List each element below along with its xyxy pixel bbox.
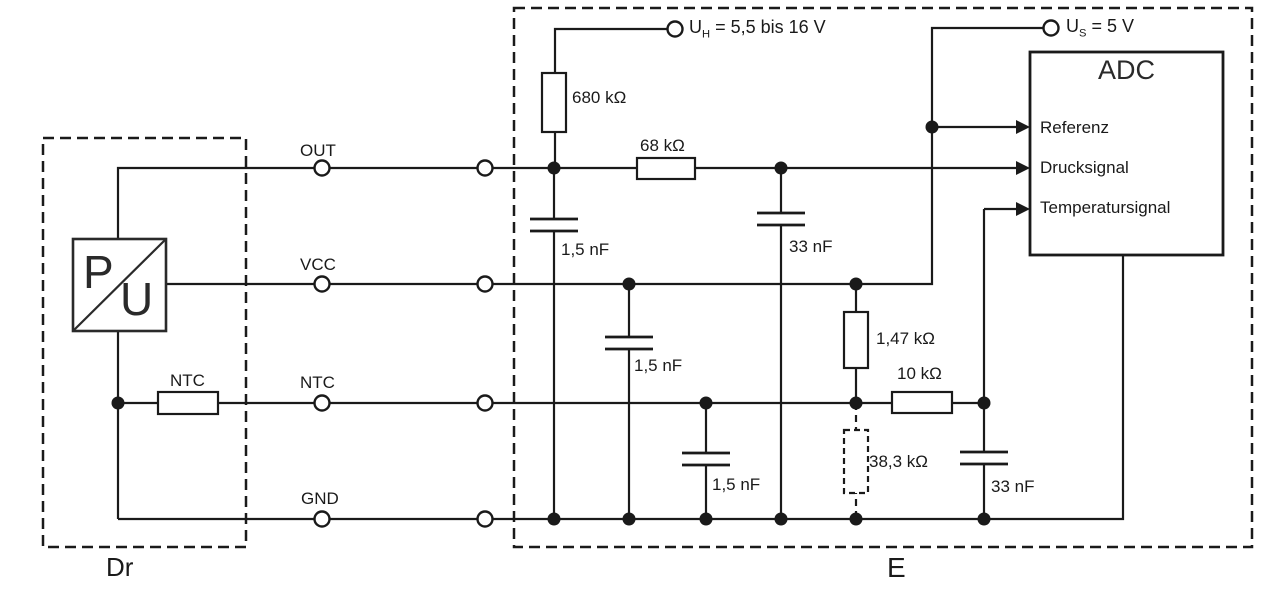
adc-block xyxy=(1028,50,1225,257)
uh-value: = 5,5 bis 16 V xyxy=(710,17,826,37)
resistor-68k xyxy=(635,156,697,181)
value-33n-out: 33 nF xyxy=(789,237,833,256)
junction-dots xyxy=(111,120,991,526)
adc-input-referenz: Referenz xyxy=(1040,118,1109,137)
pin-label-out: OUT xyxy=(300,141,336,160)
terminal-us xyxy=(1042,19,1060,37)
resistor-38k3-dashed xyxy=(842,428,870,495)
resistor-1k47 xyxy=(842,310,870,370)
adc-title: ADC xyxy=(1097,55,1155,85)
arrow-temperatursignal xyxy=(1016,202,1030,216)
value-68k: 68 kΩ xyxy=(640,136,685,155)
capacitor-1n5-ntc xyxy=(682,451,730,467)
wires xyxy=(116,26,1125,521)
us-value: = 5 V xyxy=(1086,16,1134,36)
ecu-module-outline xyxy=(512,6,1254,549)
supply-uh-label: UH = 5,5 bis 16 V xyxy=(689,17,826,41)
capacitor-33n-out xyxy=(757,211,805,227)
terminal-ntc-1 xyxy=(313,394,331,412)
adc-input-drucksignal: Drucksignal xyxy=(1040,158,1129,177)
terminal-gnd-1 xyxy=(313,510,331,528)
supply-us-label: US = 5 V xyxy=(1066,16,1134,40)
adc-input-temperatursignal: Temperatursignal xyxy=(1040,198,1171,217)
ntc-resistor-label: NTC xyxy=(170,371,205,390)
value-1n5-out: 1,5 nF xyxy=(561,240,610,259)
terminal-gnd-2 xyxy=(476,510,494,528)
sensor-module-label: Dr xyxy=(106,552,134,582)
terminal-vcc-2 xyxy=(476,275,494,293)
resistors xyxy=(156,71,954,495)
terminal-out-2 xyxy=(476,159,494,177)
capacitor-33n-temp xyxy=(960,450,1008,466)
value-33n-temp: 33 nF xyxy=(991,477,1035,496)
terminal-out-1 xyxy=(313,159,331,177)
capacitor-plates xyxy=(530,211,1008,467)
sensor-module-outline xyxy=(41,136,248,549)
uh-subscript: H xyxy=(702,28,711,41)
terminal-vcc-1 xyxy=(313,275,331,293)
value-1n5-vcc: 1,5 nF xyxy=(634,356,683,375)
wire-gnd-rail xyxy=(118,255,1125,521)
resistor-10k xyxy=(890,390,954,415)
terminal-ntc-2 xyxy=(476,394,494,412)
capacitor-1n5-out xyxy=(530,217,578,233)
us-symbol: U xyxy=(1066,16,1079,36)
terminal-circles xyxy=(313,19,1060,528)
ecu-module-label: E xyxy=(887,552,906,583)
adc-input-arrows xyxy=(1016,120,1030,216)
uh-symbol: U xyxy=(689,17,702,37)
pin-label-gnd: GND xyxy=(301,489,339,508)
pu-block-letter-p: P xyxy=(83,246,114,298)
value-1k47: 1,47 kΩ xyxy=(876,329,936,348)
value-10k: 10 kΩ xyxy=(897,364,942,383)
us-subscript: S xyxy=(1079,27,1087,40)
resistor-ntc xyxy=(156,390,220,416)
arrow-drucksignal xyxy=(1016,161,1030,175)
value-680k: 680 kΩ xyxy=(572,88,627,107)
wire-vcc-us xyxy=(166,26,1044,286)
value-38k3: 38,3 kΩ xyxy=(869,452,929,471)
value-1n5-ntc: 1,5 nF xyxy=(712,475,761,494)
capacitor-1n5-vcc xyxy=(605,335,653,351)
pin-label-vcc: VCC xyxy=(300,255,336,274)
pin-label-ntc: NTC xyxy=(300,373,335,392)
wire-out xyxy=(116,166,1016,239)
arrow-referenz xyxy=(1016,120,1030,134)
pressure-sensor-block xyxy=(71,237,168,333)
resistor-680k xyxy=(540,71,568,134)
terminal-uh xyxy=(666,20,684,38)
pu-block-letter-u: U xyxy=(120,273,154,325)
